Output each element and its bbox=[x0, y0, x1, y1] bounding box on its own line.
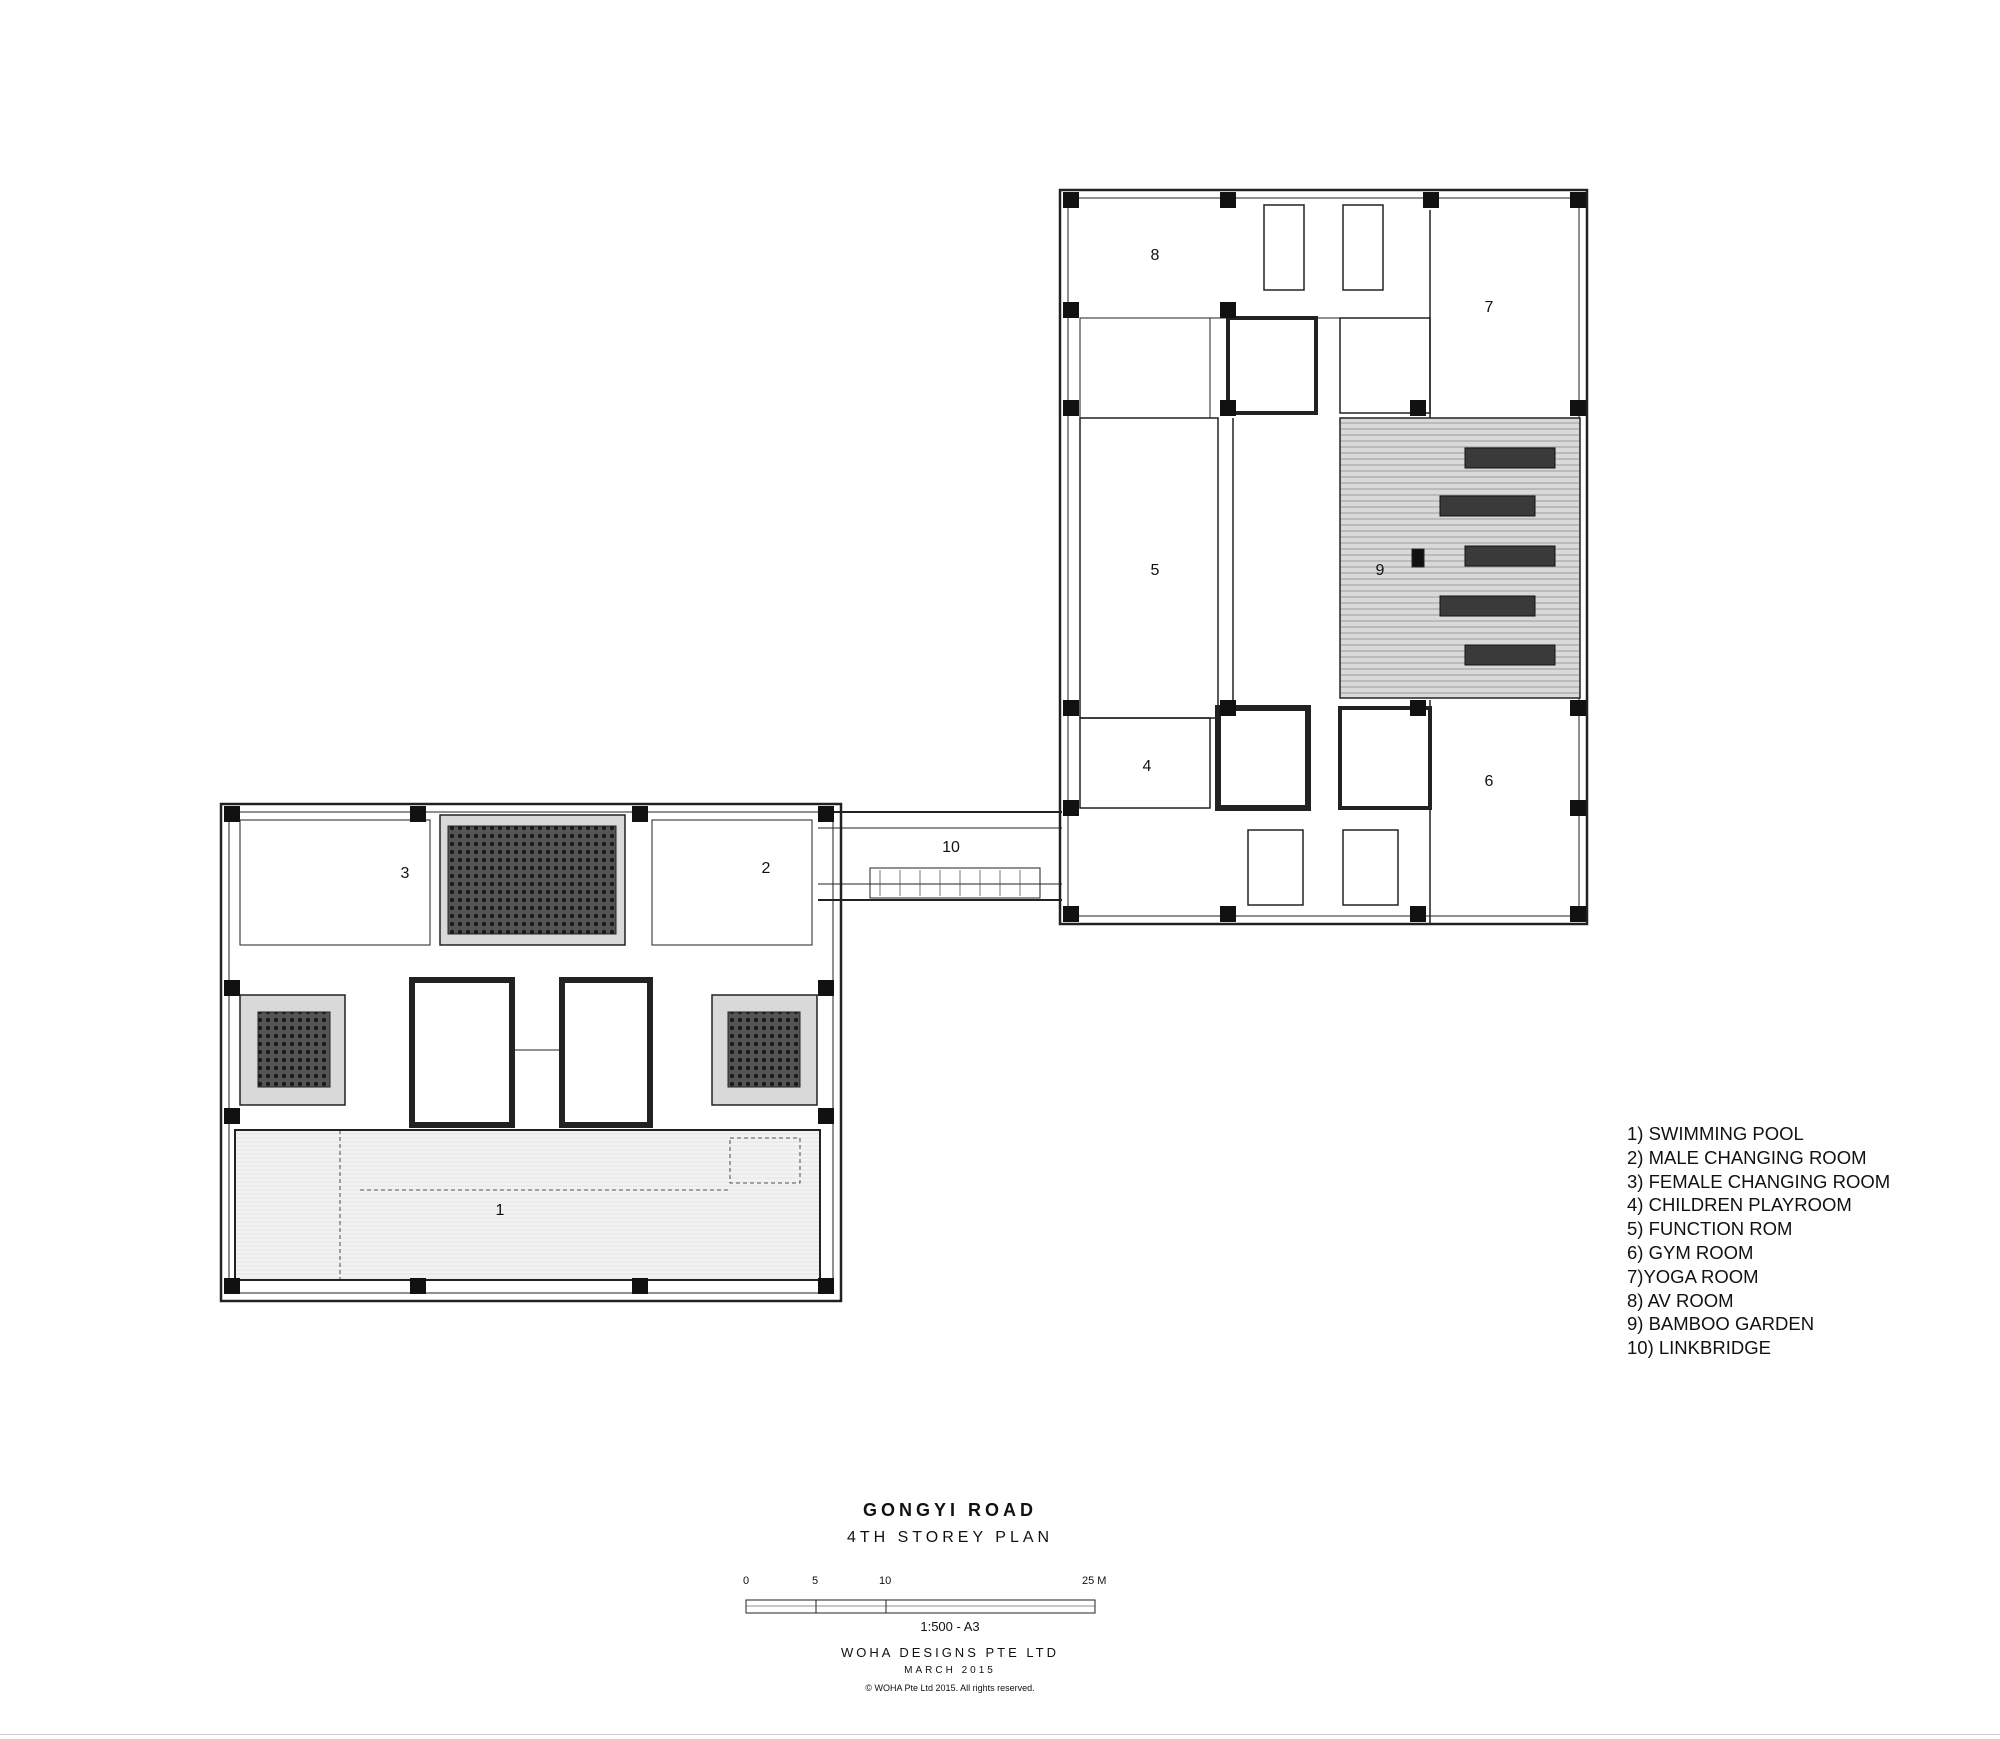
linkbridge bbox=[818, 811, 1062, 901]
title-block: GONGYI ROAD 4TH STOREY PLAN bbox=[700, 1500, 1200, 1547]
legend-item: 9) BAMBOO GARDEN bbox=[1627, 1313, 1815, 1335]
room-label-2: 2 bbox=[762, 860, 771, 877]
legend: 1) SWIMMING POOL 2) MALE CHANGING ROOM 3… bbox=[1627, 1122, 1890, 1360]
legend-item: 5) FUNCTION ROM bbox=[1627, 1218, 1793, 1240]
room-label-6: 6 bbox=[1485, 773, 1494, 790]
scale-label-10: 10 bbox=[879, 1575, 892, 1587]
east-block bbox=[1058, 188, 1589, 926]
scale-bar bbox=[745, 1599, 1096, 1614]
legend-item: 10) LINKBRIDGE bbox=[1627, 1337, 1771, 1359]
room-label-5: 5 bbox=[1151, 562, 1160, 579]
project-title: GONGYI ROAD bbox=[862, 1500, 1037, 1520]
firm-name: WOHA DESIGNS PTE LTD bbox=[841, 1645, 1059, 1660]
scale-label-25: 25 M bbox=[1082, 1575, 1107, 1587]
legend-item: 1) SWIMMING POOL bbox=[1627, 1123, 1804, 1144]
scale-label-5: 5 bbox=[812, 1575, 819, 1587]
legend-item: 6) GYM ROOM bbox=[1627, 1241, 1754, 1263]
scale-ratio: 1:500 - A3 bbox=[920, 1619, 980, 1634]
legend-item: 2) MALE CHANGING ROOM bbox=[1627, 1146, 1867, 1168]
legend-item: 4) CHILDREN PLAYROOM bbox=[1627, 1194, 1852, 1216]
scale-label-0: 0 bbox=[743, 1575, 750, 1587]
room-label-10: 10 bbox=[942, 839, 960, 856]
copyright: © WOHA Pte Ltd 2015. All rights reserved… bbox=[865, 1683, 1035, 1693]
sheet-title: 4TH STOREY PLAN bbox=[846, 1529, 1054, 1546]
room-label-8: 8 bbox=[1151, 247, 1160, 264]
room-label-4: 4 bbox=[1143, 758, 1152, 775]
room-label-7: 7 bbox=[1485, 299, 1494, 316]
room-label-1: 1 bbox=[496, 1202, 505, 1219]
west-block bbox=[219, 802, 843, 1303]
room-label-3: 3 bbox=[401, 865, 410, 882]
legend-item: 8) AV ROOM bbox=[1627, 1289, 1734, 1311]
legend-item: 3) FEMALE CHANGING ROOM bbox=[1627, 1170, 1891, 1192]
page-border bbox=[0, 1734, 2000, 1735]
legend-item: 7)YOGA ROOM bbox=[1627, 1265, 1759, 1287]
room-label-9: 9 bbox=[1376, 562, 1385, 579]
drawing-date: MARCH 2015 bbox=[904, 1665, 996, 1676]
